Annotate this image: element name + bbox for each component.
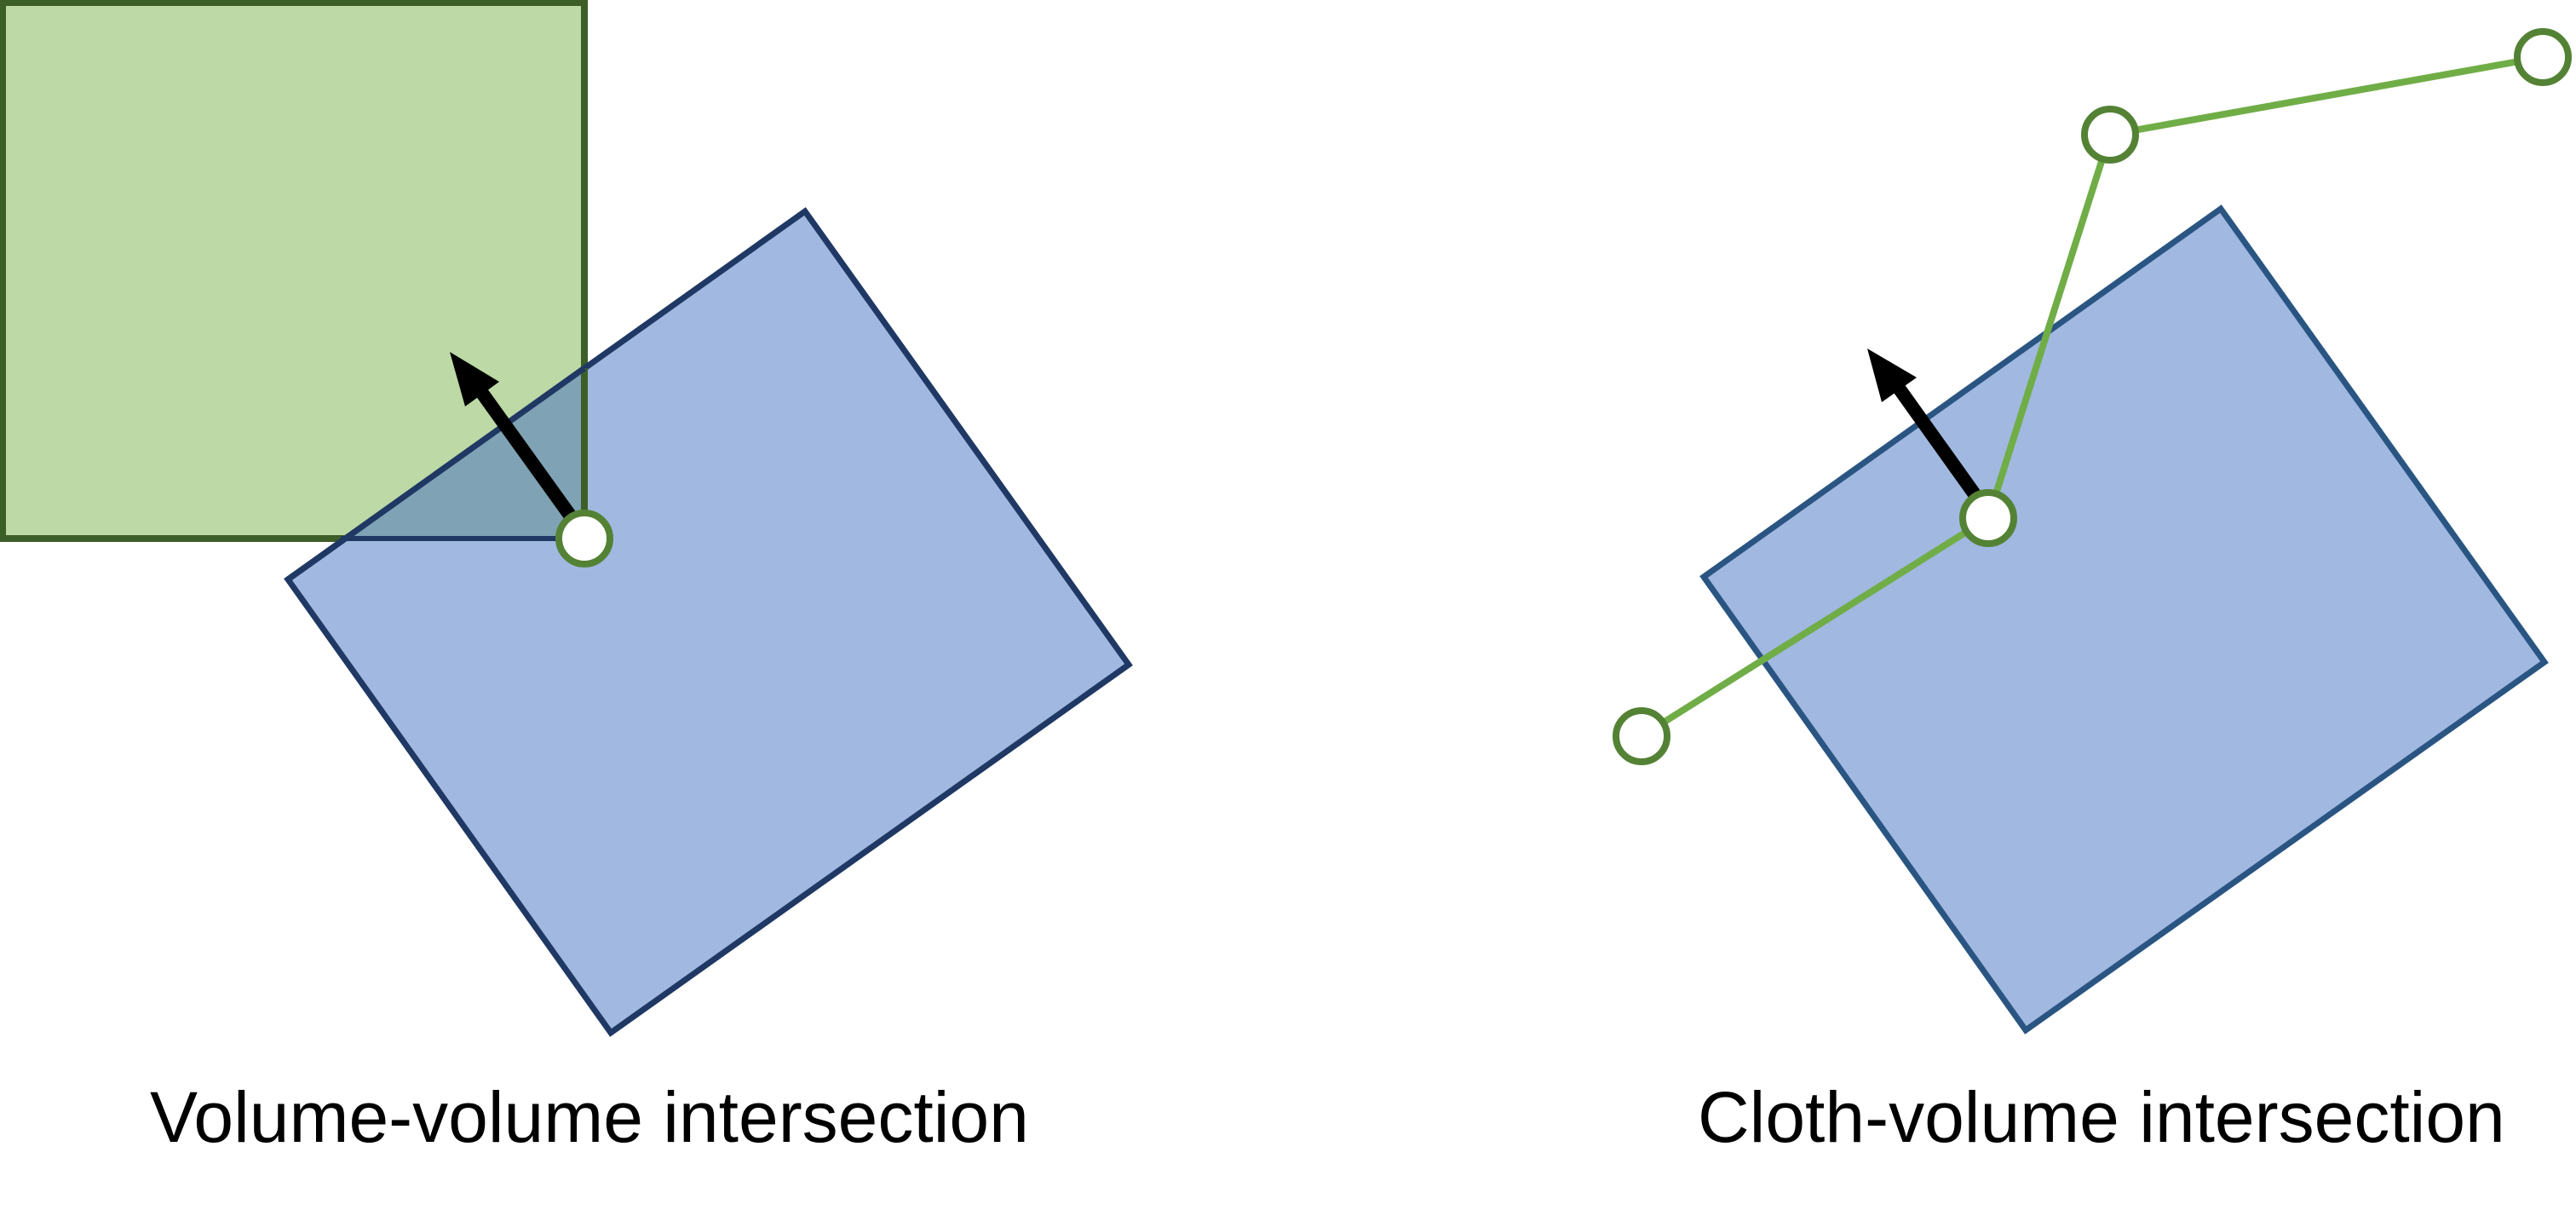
normal-arrow-head-right: [1867, 349, 1917, 402]
blue-box-edge-overlap: [285, 366, 587, 582]
panel-caption-left: Volume-volume intersection: [150, 1077, 1029, 1157]
normal-arrow-head: [450, 352, 499, 406]
normal-arrow-right: [1883, 371, 1981, 498]
normal-arrow: [467, 376, 577, 521]
cloth-polyline: [1639, 54, 2544, 740]
contact-node: [555, 510, 613, 568]
cloth-node-1: [1613, 707, 1670, 765]
panel-caption-right: Cloth-volume intersection: [1698, 1077, 2505, 1157]
cloth-node-3: [2081, 106, 2139, 164]
volume-volume-panel: Volume-volume intersection: [0, 0, 1133, 1157]
blue-volume-box-right: [1699, 205, 2549, 1034]
cloth-node-4: [2514, 28, 2572, 86]
cloth-node-2: [1959, 489, 2017, 547]
cloth-volume-panel: Cloth-volume intersection: [1613, 28, 2572, 1157]
